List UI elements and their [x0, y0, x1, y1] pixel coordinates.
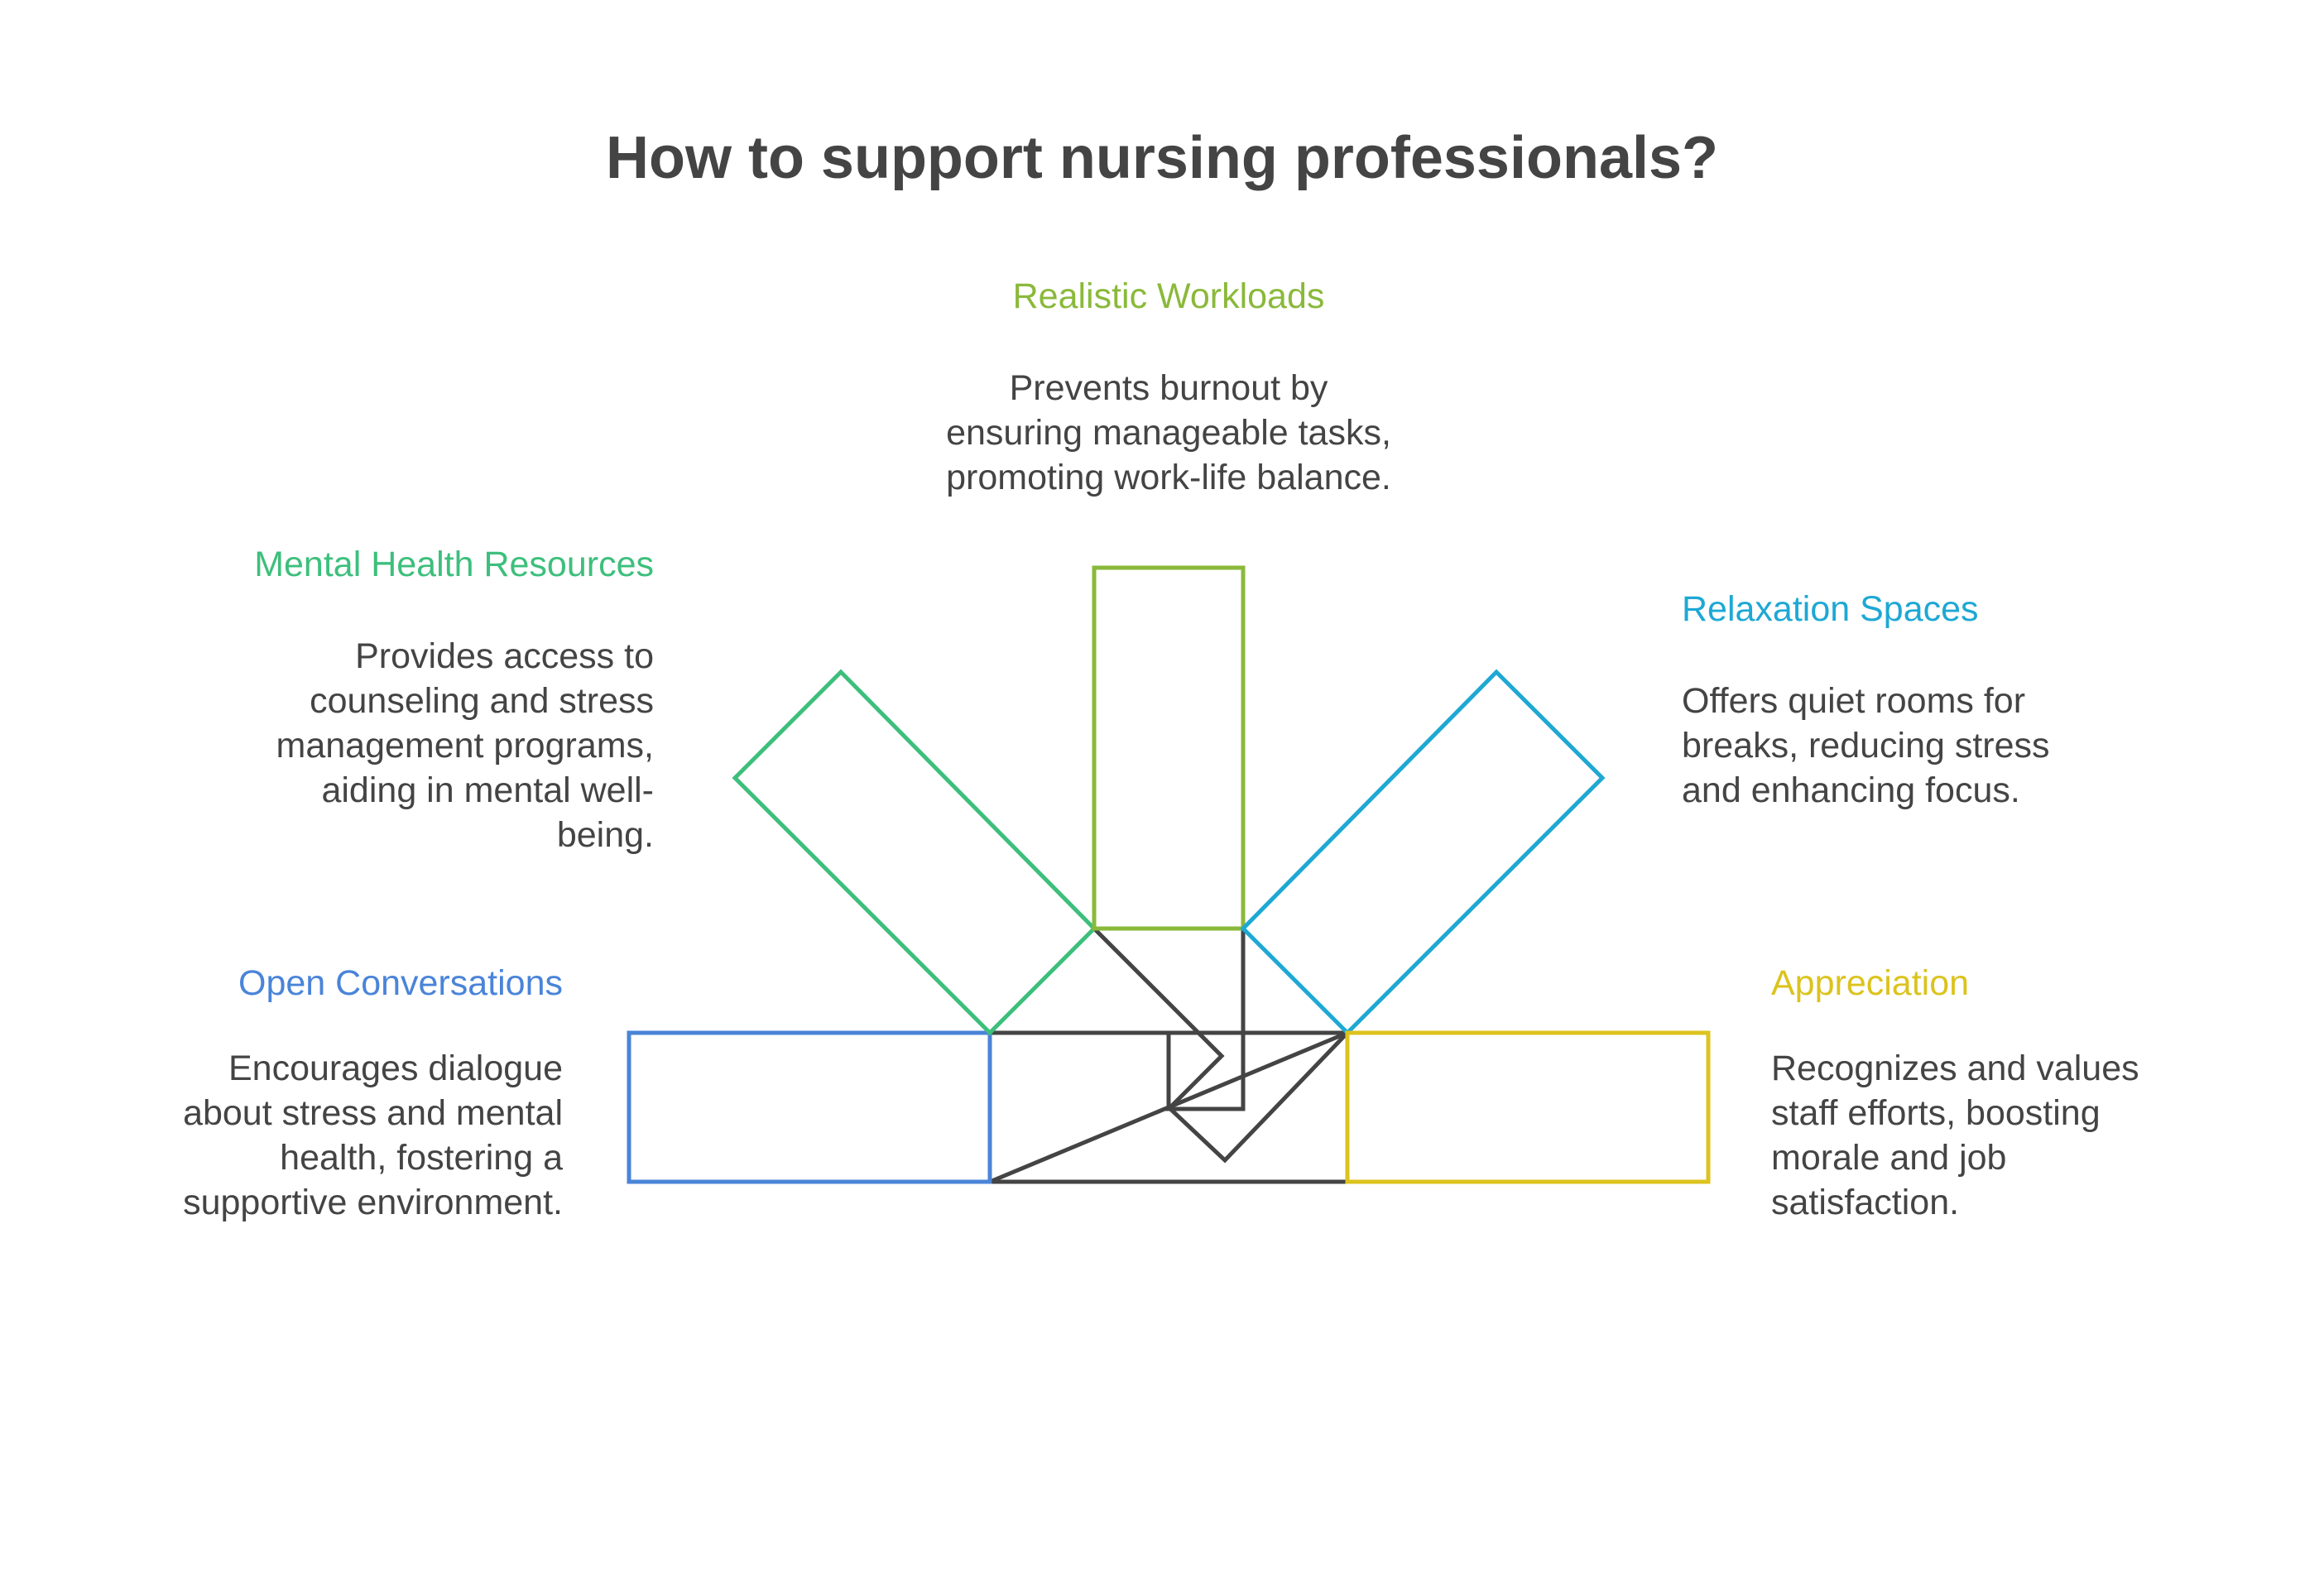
relaxation-spaces-heading: Relaxation Spaces [1682, 589, 1979, 629]
relaxation-spaces-description: Offers quiet rooms for breaks, reducing … [1682, 681, 2050, 810]
realistic-workloads-heading: Realistic Workloads [1012, 276, 1325, 316]
mental-health-heading: Mental Health Resources [254, 545, 654, 584]
mental-health-description: Provides access to counseling and stress… [276, 636, 655, 855]
open-conversations-heading: Open Conversations [238, 963, 563, 1003]
relaxation-spaces-block [1240, 669, 1606, 1036]
open-conversations-description: Encourages dialogue about stress and men… [183, 1049, 563, 1222]
page-title: How to support nursing professionals? [605, 125, 1719, 191]
center-arrow-upper [1092, 927, 1246, 1111]
open-conversations-block [627, 1030, 992, 1184]
realistic-workloads-description: Prevents burnout by ensuring manageable … [946, 368, 1391, 497]
appreciation-description: Recognizes and values staff efforts, boo… [1771, 1049, 2139, 1222]
realistic-workloads-block [1092, 565, 1246, 931]
center-arrow-left [990, 1030, 1171, 1107]
appreciation-heading: Appreciation [1771, 963, 1970, 1003]
mental-health-block [732, 669, 1097, 1036]
appreciation-block [1345, 1030, 1711, 1184]
